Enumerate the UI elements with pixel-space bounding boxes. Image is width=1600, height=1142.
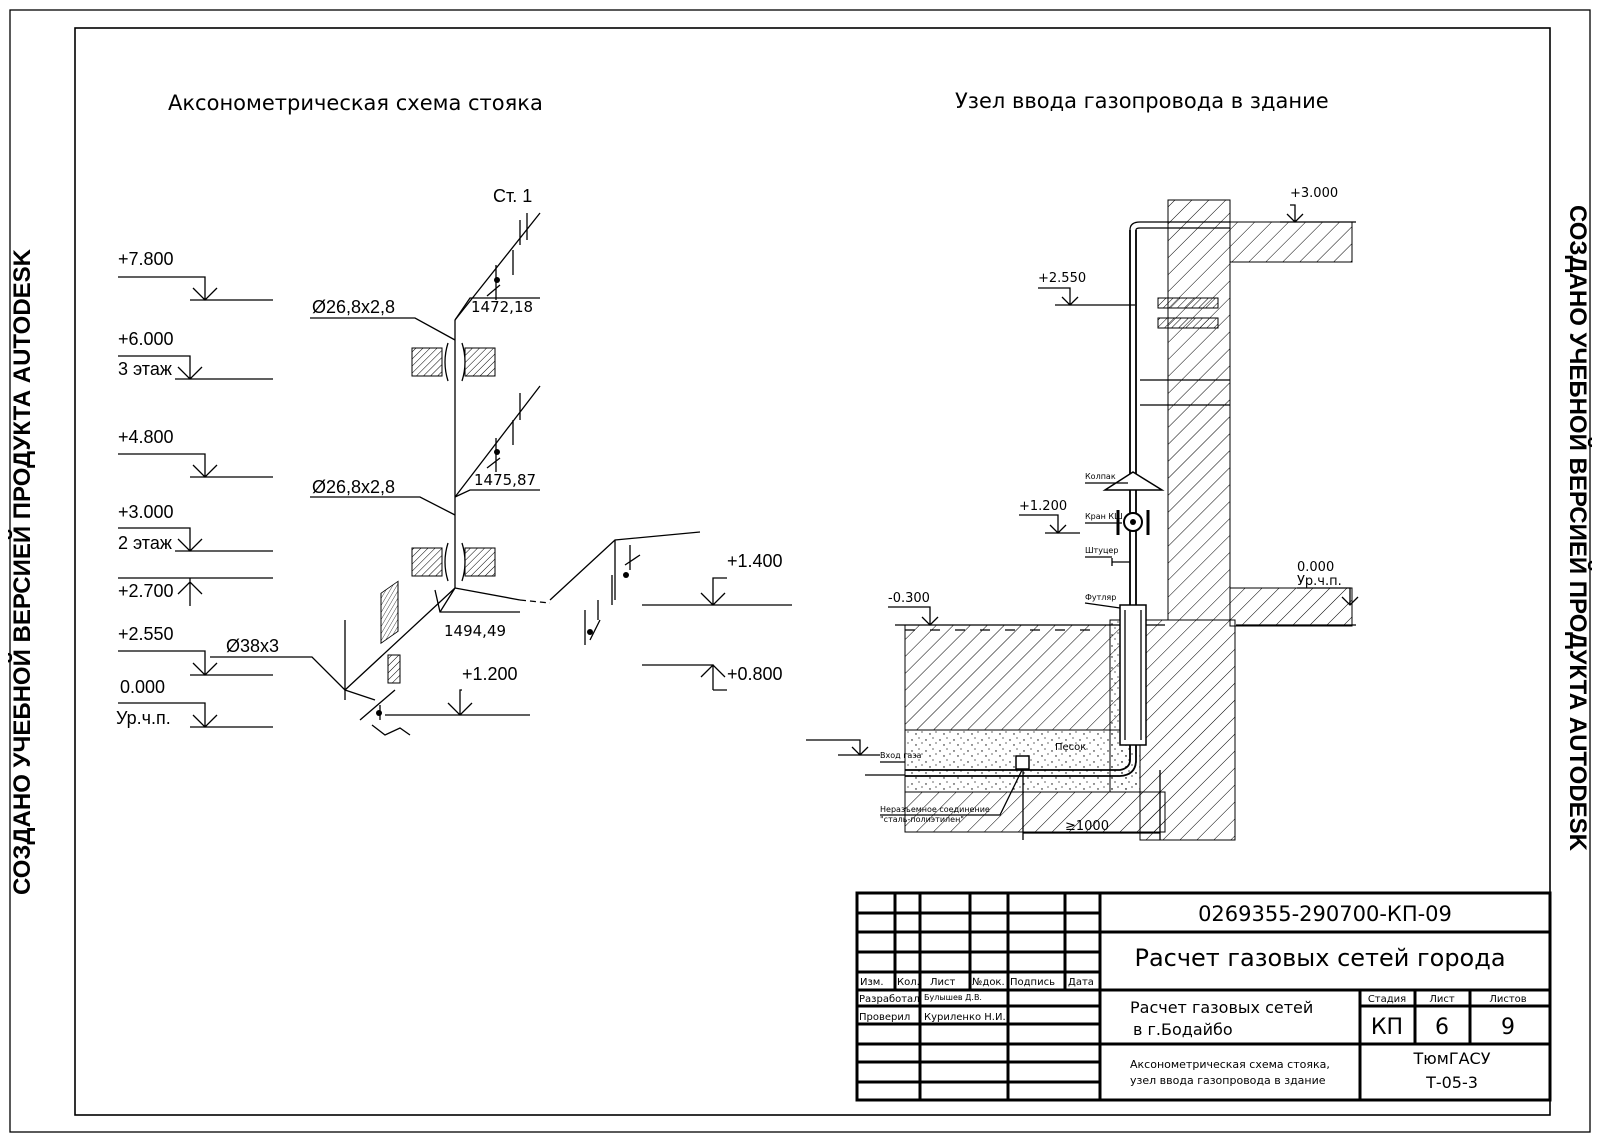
subject-line-2: в г.Бодайбо [1133, 1020, 1233, 1039]
svg-text:Колпак: Колпак [1085, 472, 1116, 481]
level-mark: +4.800 [118, 427, 273, 478]
level-mark: 0.000 Ур.ч.п. [116, 677, 273, 728]
svg-text:Ур.ч.п.: Ур.ч.п. [116, 708, 171, 728]
organization: ТюмГАСУ [1413, 1049, 1491, 1068]
svg-text:Разработал: Разработал [859, 994, 920, 1005]
pipe-label: Ø26,8x2,8 [312, 297, 395, 317]
level-mark: +6.000 3 этаж [118, 329, 273, 380]
riser-label: Ст. 1 [493, 186, 532, 206]
svg-text:Куриленко Н.И.: Куриленко Н.И. [924, 1012, 1006, 1023]
level-mark: +7.800 [118, 249, 273, 301]
svg-text:0.000: 0.000 [1297, 560, 1334, 575]
svg-text:Кол.: Кол. [897, 977, 920, 988]
svg-text:"сталь-полиэтилен": "сталь-полиэтилен" [880, 815, 964, 824]
svg-text:+4.800: +4.800 [118, 427, 174, 447]
svg-text:Булышев Д.В.: Булышев Д.В. [924, 993, 982, 1002]
riser [210, 212, 701, 736]
level-mark: +2.700 [118, 577, 273, 606]
svg-text:Ур.ч.п.: Ур.ч.п. [1297, 574, 1342, 589]
sheet-line-2: узел ввода газопровода в здание [1130, 1074, 1326, 1087]
watermark-right: СОЗДАНО УЧЕБНОЙ ВЕРСИЕЙ ПРОДУКТА AUTODES… [1564, 205, 1592, 852]
callouts: Колпак Кран КШ Штуцер Футляр Вход газа П… [865, 472, 1128, 824]
level-mark: +0.800 [642, 664, 783, 691]
outer-frame [9, 9, 1591, 1133]
sheet-line-1: Аксонометрическая схема стояка, [1130, 1058, 1330, 1071]
title-block-headers: Изм. Кол. Лист №док. Подпись Дата Разраб… [859, 977, 1094, 1023]
svg-text:+2.700: +2.700 [118, 581, 174, 601]
svg-text:+6.000: +6.000 [118, 329, 174, 349]
level-mark: 0.000 Ур.ч.п. [1297, 560, 1359, 606]
right-title: Узел ввода газопровода в здание [955, 89, 1329, 113]
document-code: 0269355-290700-КП-09 [1198, 902, 1452, 926]
svg-text:№док.: №док. [972, 977, 1005, 988]
level-mark: +1.200 [385, 664, 530, 716]
svg-text:Неразъемное соединение: Неразъемное соединение [880, 805, 990, 814]
sheet-label: Лист [1429, 994, 1455, 1005]
svg-text:Кран КШ: Кран КШ [1085, 512, 1123, 521]
svg-text:3 этаж: 3 этаж [118, 359, 172, 379]
svg-text:Штуцер: Штуцер [1085, 546, 1118, 555]
left-title: Аксонометрическая схема стояка [168, 91, 543, 115]
svg-text:+7.800: +7.800 [118, 249, 174, 269]
svg-text:+3.000: +3.000 [118, 502, 174, 522]
sheets-value: 9 [1501, 1015, 1515, 1040]
svg-text:+0.800: +0.800 [727, 664, 783, 684]
group: Т-05-3 [1425, 1073, 1478, 1092]
svg-text:Проверил: Проверил [859, 1012, 910, 1023]
level-mark: +2.550 [1038, 271, 1135, 306]
svg-text:≥1000: ≥1000 [1065, 819, 1109, 834]
svg-text:+1.200: +1.200 [462, 664, 518, 684]
dimension: ≥1000 [1022, 770, 1161, 840]
length-label: 1472,18 [471, 298, 533, 316]
svg-text:Подпись: Подпись [1010, 977, 1055, 988]
project-title: Расчет газовых сетей города [1134, 944, 1505, 972]
stage-label: Стадия [1368, 994, 1406, 1005]
subject-line-1: Расчет газовых сетей [1130, 998, 1313, 1017]
level-mark: +1.200 [1019, 499, 1080, 534]
length-label: 1494,49 [444, 622, 506, 640]
sheet-value: 6 [1435, 1015, 1449, 1040]
level-mark: +2.550 [118, 624, 273, 676]
pipe-label: Ø26,8x2,8 [312, 477, 395, 497]
stage-value: КП [1371, 1015, 1403, 1040]
svg-text:0.000: 0.000 [120, 677, 165, 697]
inner-frame [74, 27, 1551, 1116]
svg-text:+3.000: +3.000 [1290, 186, 1338, 201]
svg-text:Лист: Лист [930, 977, 956, 988]
sheets-label: Листов [1489, 994, 1526, 1005]
watermark-left: СОЗДАНО УЧЕБНОЙ ВЕРСИЕЙ ПРОДУКТА AUTODES… [8, 248, 36, 895]
svg-text:-0.300: -0.300 [888, 591, 930, 606]
length-label: 1475,87 [474, 471, 536, 489]
title-block [855, 891, 1552, 1102]
level-mark: +3.000 2 этаж [118, 502, 273, 553]
level-mark: +3.000 [1280, 186, 1356, 223]
level-mark: -0.300 [888, 591, 939, 626]
svg-text:2 этаж: 2 этаж [118, 533, 172, 553]
svg-text:Изм.: Изм. [860, 977, 884, 988]
svg-text:Дата: Дата [1068, 977, 1094, 988]
svg-text:+2.550: +2.550 [1038, 271, 1086, 286]
level-marks-left: +7.800 +6.000 3 этаж +4.800 +3.000 2 эта… [116, 249, 273, 728]
svg-text:Футляр: Футляр [1085, 593, 1116, 602]
gas-pipe [905, 221, 1230, 777]
svg-text:+2.550: +2.550 [118, 624, 174, 644]
pipe-label: Ø38x3 [226, 636, 279, 656]
svg-text:+1.200: +1.200 [1019, 499, 1067, 514]
svg-text:Вход газа: Вход газа [880, 751, 922, 760]
svg-text:+1.400: +1.400 [727, 551, 783, 571]
svg-text:Песок: Песок [1055, 742, 1086, 753]
level-mark: +1.400 [642, 551, 792, 606]
level-mark [806, 739, 880, 756]
